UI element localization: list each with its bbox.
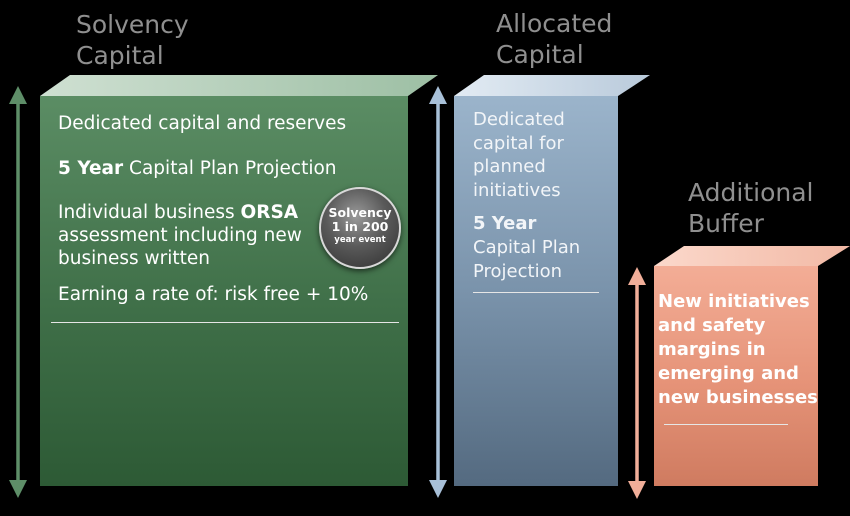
allocated-capital-box: Dedicated capital for planned initiative… xyxy=(454,75,650,486)
solvency-plan-rest: Capital Plan Projection xyxy=(123,158,337,179)
allocated-desc-line-4: initiatives xyxy=(473,179,561,201)
allocated-heading-line-1: Allocated xyxy=(496,9,613,38)
solvency-badge: Solvency 1 in 200 year event xyxy=(319,187,401,269)
buffer-divider xyxy=(664,424,788,425)
solvency-box-top xyxy=(40,75,438,96)
buffer-text-line-3: margins in xyxy=(658,339,766,360)
badge-line-2: 1 in 200 xyxy=(331,219,389,234)
allocated-plan-line-1: Capital Plan xyxy=(473,237,581,258)
buffer-heading-line-2: Buffer xyxy=(688,209,764,238)
orsa-post: assessment including new business writte… xyxy=(58,225,302,269)
solvency-line-plan: 5 Year Capital Plan Projection xyxy=(58,157,358,180)
buffer-heading-line-1: Additional xyxy=(688,178,814,207)
buffer-text-line-1: New initiatives xyxy=(658,291,810,312)
badge-line-1: Solvency xyxy=(328,205,392,220)
solvency-arrow-icon xyxy=(9,86,27,498)
buffer-text: New initiatives and safety margins in em… xyxy=(658,290,818,410)
solvency-line-dedicated: Dedicated capital and reserves xyxy=(58,113,347,134)
orsa-pre: Individual business xyxy=(58,202,241,223)
solvency-heading-line-2: Capital xyxy=(76,41,164,70)
allocated-plan-line-2: Projection xyxy=(473,261,563,282)
allocated-box-top xyxy=(454,75,650,96)
solvency-line-orsa: Individual business ORSA assessment incl… xyxy=(58,201,313,270)
buffer-text-line-2: and safety xyxy=(658,315,766,336)
badge-line-3: year event xyxy=(334,235,386,245)
allocated-plan-bold: 5 Year xyxy=(473,213,537,234)
buffer-text-line-5: new businesses xyxy=(658,387,818,408)
buffer-box-top xyxy=(654,246,850,266)
buffer-arrow-icon xyxy=(628,267,646,499)
solvency-box-front: Dedicated capital and reserves 5 Year Ca… xyxy=(40,96,408,486)
allocated-desc-line-2: capital for xyxy=(473,132,564,154)
solvency-capital-box: Dedicated capital and reserves 5 Year Ca… xyxy=(40,75,438,486)
solvency-plan-bold: 5 Year xyxy=(58,158,124,179)
solvency-capital-heading: Solvency Capital xyxy=(76,9,189,71)
allocated-box-front: Dedicated capital for planned initiative… xyxy=(454,96,618,486)
allocated-desc-line-1: Dedicated xyxy=(473,109,565,130)
solvency-line-rate: Earning a rate of: risk free + 10% xyxy=(58,284,369,305)
allocated-desc-line-3: planned xyxy=(473,156,546,177)
allocated-divider xyxy=(473,292,599,293)
allocated-arrow-icon xyxy=(429,86,447,498)
allocated-heading-line-2: Capital xyxy=(496,40,584,69)
allocated-capital-heading: Allocated Capital xyxy=(496,8,612,70)
solvency-divider xyxy=(51,322,399,323)
additional-buffer-heading: Additional Buffer xyxy=(688,177,814,239)
buffer-text-line-4: emerging and xyxy=(658,363,799,384)
buffer-box-front: New initiatives and safety margins in em… xyxy=(654,266,818,486)
solvency-heading-line-1: Solvency xyxy=(76,10,189,39)
additional-buffer-box: New initiatives and safety margins in em… xyxy=(654,246,850,486)
orsa-bold: ORSA xyxy=(240,202,299,223)
